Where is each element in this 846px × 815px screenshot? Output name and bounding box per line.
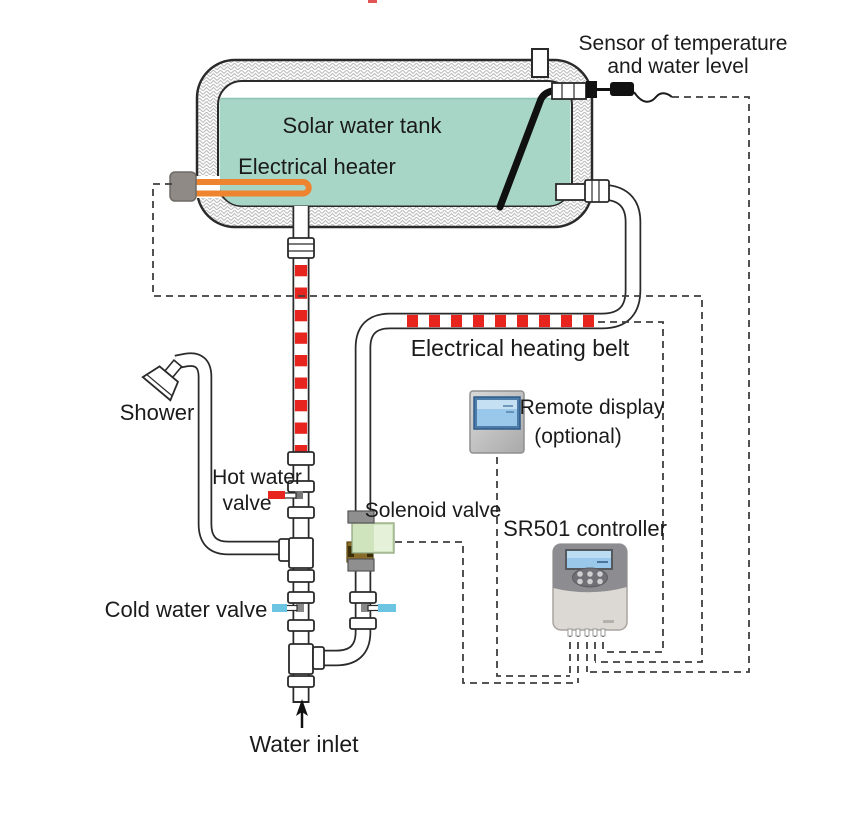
tank-top-port xyxy=(531,48,549,78)
heater-terminal-block xyxy=(169,171,197,202)
solar-water-tank xyxy=(195,48,594,229)
heating-belt-stripes xyxy=(407,314,594,328)
label-water-inlet: Water inlet xyxy=(249,731,359,757)
temperature-water-level-sensor xyxy=(496,81,673,211)
label-shower: Shower xyxy=(120,400,195,425)
cold-valve-handle-right xyxy=(378,604,396,612)
hot-water-valve xyxy=(268,491,303,499)
cold-supply-pipe xyxy=(302,183,642,667)
heating-belt-wire xyxy=(598,321,664,653)
label-hot-valve-line2: valve xyxy=(222,492,271,515)
remote-display xyxy=(469,390,525,454)
label-hot-valve-line1: Hot water xyxy=(212,466,302,489)
label-heater: Electrical heater xyxy=(238,154,396,179)
label-sensor-line1: Sensor of temperature xyxy=(579,32,788,55)
label-solenoid-valve: Solenoid valve xyxy=(365,499,502,522)
electrical-heater xyxy=(169,171,312,202)
shower-branch xyxy=(141,352,294,556)
label-sensor-line2: and water level xyxy=(607,55,748,78)
solenoid-wire xyxy=(395,541,578,684)
cold-water-valve-main xyxy=(272,604,304,612)
heater-wire xyxy=(152,183,703,663)
heater-element xyxy=(196,179,312,197)
cold-valve-handle-left xyxy=(272,604,287,612)
solenoid-valve xyxy=(346,510,395,572)
label-tank: Solar water tank xyxy=(283,113,443,138)
label-cold-valve: Cold water valve xyxy=(105,597,268,622)
label-controller: SR501 controller xyxy=(503,516,667,541)
sr501-controller xyxy=(552,543,628,637)
hot-pipe-heating-belt-stripes xyxy=(294,265,308,457)
remote-display-wire xyxy=(496,457,570,677)
label-remote-display-line2: (optional) xyxy=(534,425,622,448)
labels: Sensor of temperature and water level So… xyxy=(105,32,788,757)
sensor-wire xyxy=(587,96,750,673)
image-crop-artifact xyxy=(368,0,377,3)
control-wiring xyxy=(152,96,750,684)
water-inlet-arrow xyxy=(296,699,308,728)
label-heating-belt: Electrical heating belt xyxy=(411,335,630,361)
pipe-fittings xyxy=(278,179,610,703)
shower-head xyxy=(141,359,183,402)
sensor-cable xyxy=(633,91,673,103)
hot-valve-handle xyxy=(268,491,285,499)
label-remote-display-line1: Remote display xyxy=(520,396,665,419)
cold-water-valve-right xyxy=(361,604,396,612)
